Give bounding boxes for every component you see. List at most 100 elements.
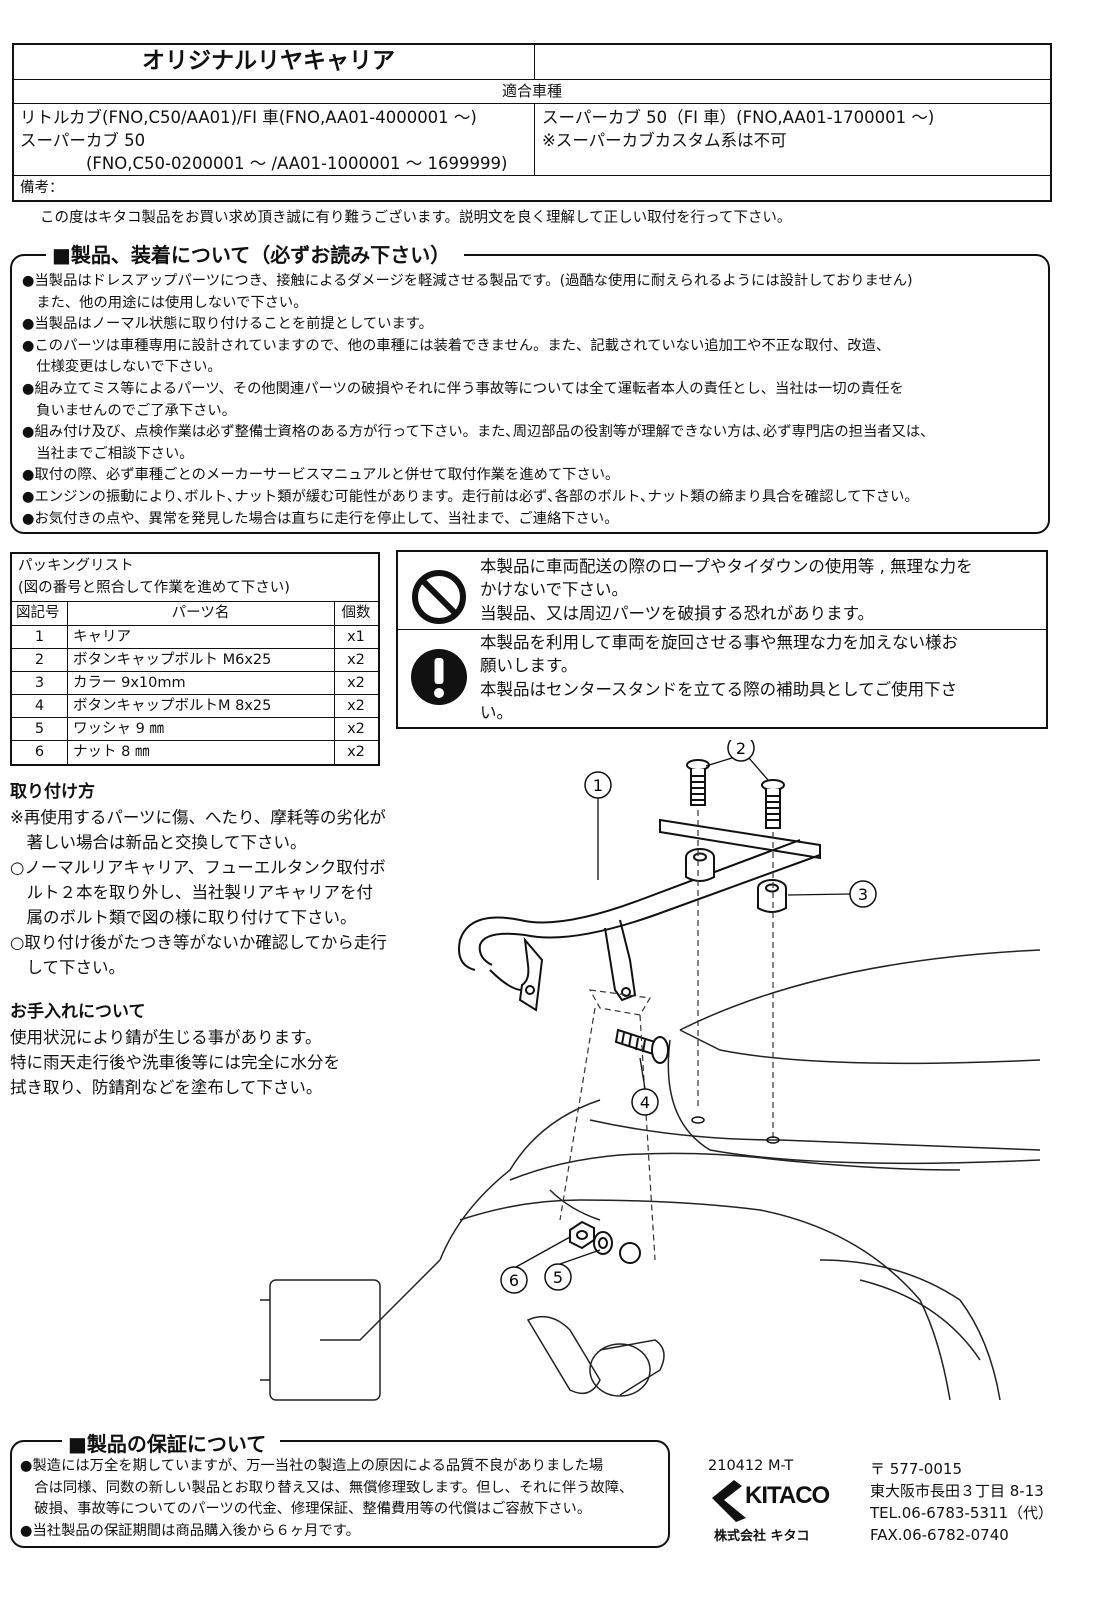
warning-line: 願いします。 bbox=[480, 656, 578, 676]
warning-line: 本製品はセンタースタンドを立てる際の補助具としてご使用下さ bbox=[480, 679, 958, 699]
care-line: 使用状況により錆が生じる事があります。 bbox=[10, 1028, 322, 1047]
row-qty: x2 bbox=[347, 698, 365, 714]
installation-line: ※再使用するパーツに傷、へたり、摩耗等の劣化が bbox=[10, 808, 386, 827]
row-name: カラー 9x10mm bbox=[73, 675, 186, 691]
warning-line: 当製品、又は周辺パーツを破損する恐れがあります。 bbox=[480, 603, 875, 623]
right-model-1: スーパーカブ 50（FI 車）(FNO,AA01-1700001 ～) bbox=[542, 108, 935, 127]
mount-holes bbox=[691, 1116, 780, 1144]
bolt-m6-parts bbox=[686, 759, 785, 829]
packing-subtitle: (図の番号と照合して作業を進めて下さい) bbox=[18, 580, 290, 596]
warning-line: 本製品に車両配送の際のロープやタイダウンの使用等 , 無理な力を bbox=[480, 557, 973, 576]
notice-line: ●このパーツは車種専用に設計されていますので、他の車種には装着できません。また、… bbox=[22, 337, 891, 354]
tel: TEL.06-6783-5311（代） bbox=[870, 1504, 1054, 1522]
installation-line: 属のボルト類で図の様に取り付けて下さい。 bbox=[10, 908, 357, 927]
notice-line: 当社までご相談下さい。 bbox=[22, 445, 194, 462]
callout-circle bbox=[631, 1088, 659, 1116]
row-qty: x1 bbox=[347, 629, 365, 645]
bolt-m8-part bbox=[614, 1028, 669, 1064]
care-line: 拭き取り、防錆剤などを塗布して下さい。 bbox=[10, 1078, 323, 1097]
installation-line: して下さい。 bbox=[10, 958, 126, 977]
row-no: 4 bbox=[34, 698, 45, 714]
notice-line: ●お気付きの点や、異常を発見した場合は直ちに走行を停止して、当社まで、ご連絡下さ… bbox=[22, 510, 619, 527]
col-header-qty: 個数 bbox=[341, 605, 371, 621]
notice-line: 仕様変更はしないで下さい。 bbox=[22, 359, 222, 376]
callout-label-2: 2 bbox=[736, 740, 746, 758]
address: 東大阪市長田３丁目 8-13 bbox=[870, 1482, 1044, 1500]
callout-circle bbox=[500, 1266, 528, 1294]
kitaco-logo-text: KITACO bbox=[745, 1482, 830, 1509]
nut-washer-parts bbox=[569, 1220, 641, 1264]
notice-line: ●組み立てミス等によるパーツ、その他関連パーツの破損やそれに伴う事故等については… bbox=[22, 380, 904, 397]
callout-label-5: 5 bbox=[553, 1268, 563, 1287]
postal-code: 〒 577-0015 bbox=[870, 1460, 962, 1478]
care-title: お手入れについて bbox=[10, 1002, 146, 1022]
row-name: ナット 8 ㎜ bbox=[73, 744, 150, 760]
row-no: 2 bbox=[34, 652, 45, 668]
warning-line: かけないで下さい。 bbox=[480, 580, 629, 600]
kitaco-logo-icon bbox=[712, 1480, 746, 1522]
warranty-line: 破損、事故等についてのパーツの代金、修理保証、整備費用等の代償はご容赦下さい。 bbox=[20, 1501, 592, 1518]
exclamation-icon bbox=[411, 649, 467, 705]
row-no: 5 bbox=[34, 721, 45, 737]
callout-circle bbox=[849, 880, 877, 908]
left-model-3: (FNO,C50-0200001 ～ /AA01-1000001 ～ 16999… bbox=[86, 154, 508, 173]
warning-2-text: 本製品を利用して車両を旋回させる事や無理な力を加えない様お 願いします。 本製品… bbox=[480, 631, 958, 725]
warranty-line: ●当社製品の保証期間は商品購入後から６ヶ月です。 bbox=[20, 1522, 360, 1539]
company-name-jp: 株式会社 キタコ bbox=[714, 1529, 810, 1544]
callout-label-1: 1 bbox=[593, 776, 603, 795]
notice-box bbox=[10, 254, 1050, 534]
row-no: 3 bbox=[34, 675, 45, 691]
motorcycle-outline bbox=[260, 949, 1041, 1401]
company-contact: 〒 577-0015 東大阪市長田３丁目 8-13 TEL.06-6783-53… bbox=[870, 1458, 1053, 1546]
installation-title: 取り付け方 bbox=[10, 782, 95, 802]
row-qty: x2 bbox=[347, 744, 365, 760]
doc-code: 210412 M-T bbox=[708, 1458, 794, 1474]
packing-list: パッキングリスト (図の番号と照合して作業を進めて下さい) 図記号 パーツ名 個… bbox=[10, 552, 380, 766]
warranty-box bbox=[10, 1440, 670, 1548]
callout-circle bbox=[727, 740, 755, 762]
row-qty: x2 bbox=[347, 675, 365, 691]
installation-diagram: 1 2 3 4 5 6 bbox=[260, 740, 1041, 1401]
installation-line: ○ノーマルリアキャリア、フューエルタンク取付ボ bbox=[10, 858, 386, 877]
prohibition-icon bbox=[412, 570, 466, 624]
warranty-line: 合は同様、同数の新しい製品とお取り替え又は、無償修理致します。但し、それに伴う故… bbox=[20, 1479, 634, 1496]
row-name: ワッシャ 9 ㎜ bbox=[73, 721, 164, 737]
left-model-1: リトルカブ(FNO,C50/AA01)/FI 車(FNO,AA01-400000… bbox=[20, 108, 477, 127]
row-name: ボタンキャップボルトM 8x25 bbox=[73, 698, 272, 714]
notice-line: ●当製品はノーマル状態に取り付けることを前提としています。 bbox=[22, 316, 433, 333]
fax: FAX.06-6782-0740 bbox=[870, 1526, 1009, 1544]
notice-line: ●エンジンの振動により､ボルト､ナット類が緩む可能性があります。走行前は必ず､各… bbox=[22, 488, 919, 505]
fit-label: 適合車種 bbox=[501, 82, 562, 100]
leader-lines bbox=[515, 757, 851, 1268]
callout-circle bbox=[584, 771, 612, 799]
collar-parts bbox=[685, 848, 787, 913]
callout-label-6: 6 bbox=[509, 1271, 519, 1290]
row-name: キャリア bbox=[73, 629, 131, 645]
warranty-title: ■製品の保証について bbox=[62, 1428, 281, 1457]
callout-label-3: 3 bbox=[858, 885, 868, 904]
installation-line: ○取り付け後がたつき等がないか確認してから走行 bbox=[10, 933, 387, 952]
col-header-no: 図記号 bbox=[16, 605, 60, 621]
carrier-part bbox=[458, 818, 821, 1012]
notice-line: ●当製品はドレスアップパーツにつき、接触によるダメージを軽減させる製品です。(過… bbox=[22, 273, 913, 289]
installation-line: 著しい場合は新品と交換して下さい。 bbox=[10, 833, 307, 852]
care-line: 特に雨天走行後や洗車後等には完全に水分を bbox=[10, 1053, 340, 1072]
intro-text: この度はキタコ製品をお買い求め頂き誠に有り難うございます。説明文を良く理解して正… bbox=[40, 210, 792, 226]
warning-line: 本製品を利用して車両を旋回させる事や無理な力を加えない様お bbox=[480, 633, 959, 652]
remarks-label: 備考： bbox=[20, 180, 64, 196]
installation-line: ルト２本を取り外し、当社製リアキャリアを付 bbox=[10, 883, 374, 902]
notice-title: ■製品、装着について（必ずお読み下さい） bbox=[46, 239, 465, 268]
left-model-2: スーパーカブ 50 bbox=[20, 131, 146, 150]
notice-line: ●組み付け及び、点検作業は必ず整備士資格のある方が行って下さい。また､周辺部品の… bbox=[22, 424, 935, 441]
right-model-2: ※スーパーカブカスタム系は不可 bbox=[542, 131, 787, 150]
product-name: オリジナルリヤキャリア bbox=[142, 48, 395, 74]
row-name: ボタンキャップボルト M6x25 bbox=[73, 652, 272, 668]
col-header-name: パーツ名 bbox=[171, 605, 230, 621]
notice-list: ●当製品はドレスアップパーツにつき、接触によるダメージを軽減させる製品です。(過… bbox=[22, 271, 934, 530]
warranty-line: ●製造には万全を期していますが、万一当社の製造上の原因による品質不良がありました… bbox=[20, 1458, 604, 1474]
assembly-guides bbox=[559, 810, 774, 1261]
callout-circle bbox=[544, 1263, 572, 1291]
warning-box: 本製品に車両配送の際のロープやタイダウンの使用等 , 無理な力を かけないで下さ… bbox=[396, 550, 1048, 729]
callouts: 1 2 3 4 5 6 bbox=[500, 740, 877, 1294]
installation-section: 取り付け方 ※再使用するパーツに傷、へたり、摩耗等の劣化が 著しい場合は新品と交… bbox=[10, 780, 387, 980]
